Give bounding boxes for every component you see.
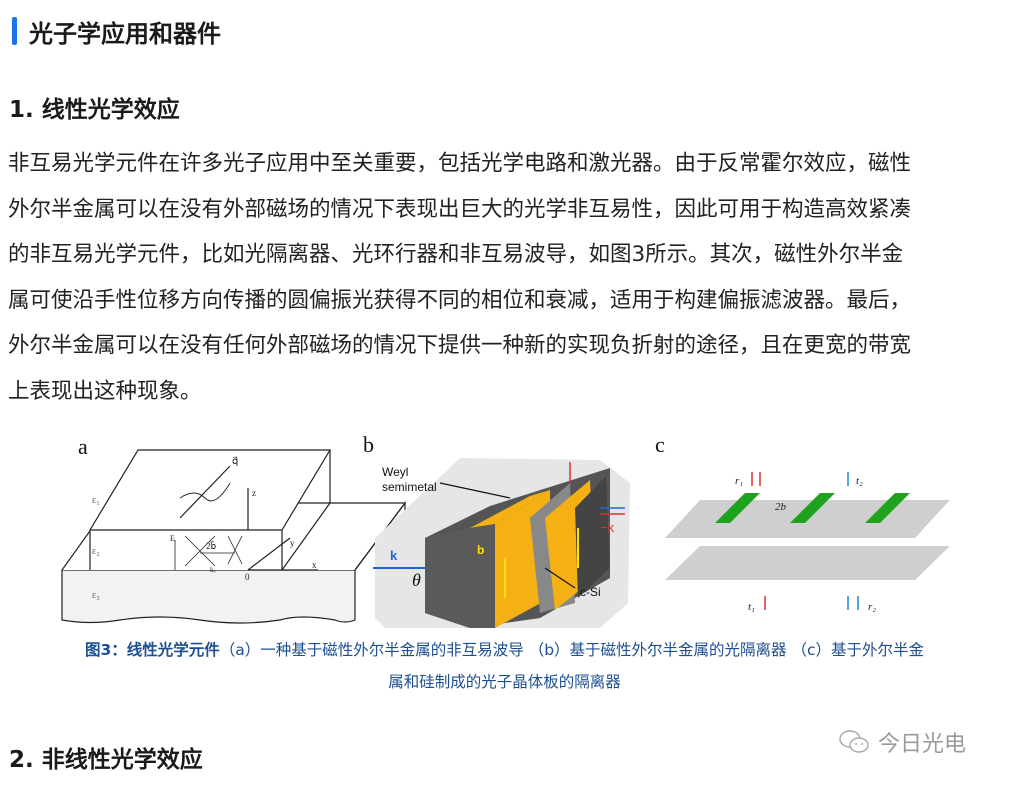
body-paragraph: 非互易光学元件在许多光子应用中至关重要，包括光学电路和激光器。由于反常霍尔效应，… <box>8 141 1008 415</box>
figure-panel-c: c r₁ t₂ 2b t₁ r₂ <box>655 432 950 613</box>
panel-c-label: c <box>655 432 665 457</box>
figure-caption: 图3：线性光学元件（a）一种基于磁性外尔半金属的非互易波导 （b）基于磁性外尔半… <box>0 638 1009 660</box>
semimetal-label: semimetal <box>382 480 437 494</box>
r2-label: r₂ <box>868 601 876 613</box>
eps1-label: ε₁ <box>92 495 100 506</box>
r1-label: r₁ <box>735 475 743 487</box>
2b-spacing-label: 2b <box>775 501 787 513</box>
watermark: 今日光电 <box>838 726 966 758</box>
2b-label: 2b⃗ <box>206 540 217 551</box>
caption-line2: 属和硅制成的光子晶体板的隔离器 <box>388 673 621 691</box>
accent-bar <box>12 17 17 45</box>
energy-label: E <box>170 534 175 543</box>
paragraph-line: 非互易光学元件在许多光子应用中至关重要，包括光学电路和激光器。由于反常霍尔效应，… <box>8 151 912 176</box>
subsection-heading-1: 1. 线性光学效应 <box>9 97 180 123</box>
origin-label: 0 <box>245 572 250 582</box>
x-label: x <box>312 560 317 570</box>
subsection-heading-2: 2. 非线性光学效应 <box>9 747 203 773</box>
section-title-text: 光子学应用和器件 <box>29 19 221 48</box>
eps3-label: ε₃ <box>92 590 100 601</box>
k-label: k <box>390 548 398 563</box>
q-label: q⃗ <box>232 456 238 467</box>
panel-a-label: a <box>78 434 88 459</box>
t1-label: t₁ <box>748 601 755 613</box>
paragraph-line: 外尔半金属可以在没有任何外部磁场的情况下提供一种新的实现负折射的途径，且在更宽的… <box>8 333 912 359</box>
paragraph-line: 的非互易光学元件，比如光隔离器、光环行器和非互易波导，如图3所示。其次，磁性外尔… <box>8 242 904 268</box>
figure-panel-b: b Weyl semimetal k −k b c-Si θ <box>363 432 630 628</box>
t2-top-label: t₂ <box>856 475 863 487</box>
b-vector-label: b <box>477 543 484 557</box>
figure-panel-a: a ε₁ ε₂ ε₃ q⃗ z y x 0 E 2b⃗ kₓ <box>61 434 407 624</box>
figure-3: a ε₁ ε₂ ε₃ q⃗ z y x 0 E 2b⃗ kₓ b <box>61 432 950 628</box>
minus-k-label: −k <box>600 520 615 535</box>
paragraph-line: 外尔半金属可以在没有外部磁场的情况下表现出巨大的光学非互易性，因此可用于构造高效… <box>8 196 912 222</box>
panel-b-label: b <box>363 432 374 457</box>
eps2-label: ε₂ <box>92 546 100 557</box>
weyl-label: Weyl <box>382 465 408 479</box>
wechat-icon <box>839 730 869 753</box>
watermark-text: 今日光电 <box>878 732 967 757</box>
z-label: z <box>252 488 256 498</box>
kx-label: kₓ <box>210 566 217 574</box>
paragraph-line: 上表现出这种现象。 <box>8 378 202 404</box>
theta-label: θ <box>412 570 421 590</box>
paragraph-line: 属可使沿手性位移方向传播的圆偏振光获得不同的相位和衰减，适用于构建偏振滤波器。最… <box>8 287 912 313</box>
caption-prefix: 图3：线性光学元件 <box>84 641 220 659</box>
y-label: y <box>290 538 295 548</box>
caption-line1: （a）一种基于磁性外尔半金属的非互易波导 （b）基于磁性外尔半金属的光隔离器 （… <box>219 641 924 659</box>
c-si-label: c-Si <box>580 585 601 599</box>
section-title: 光子学应用和器件 <box>12 14 221 48</box>
